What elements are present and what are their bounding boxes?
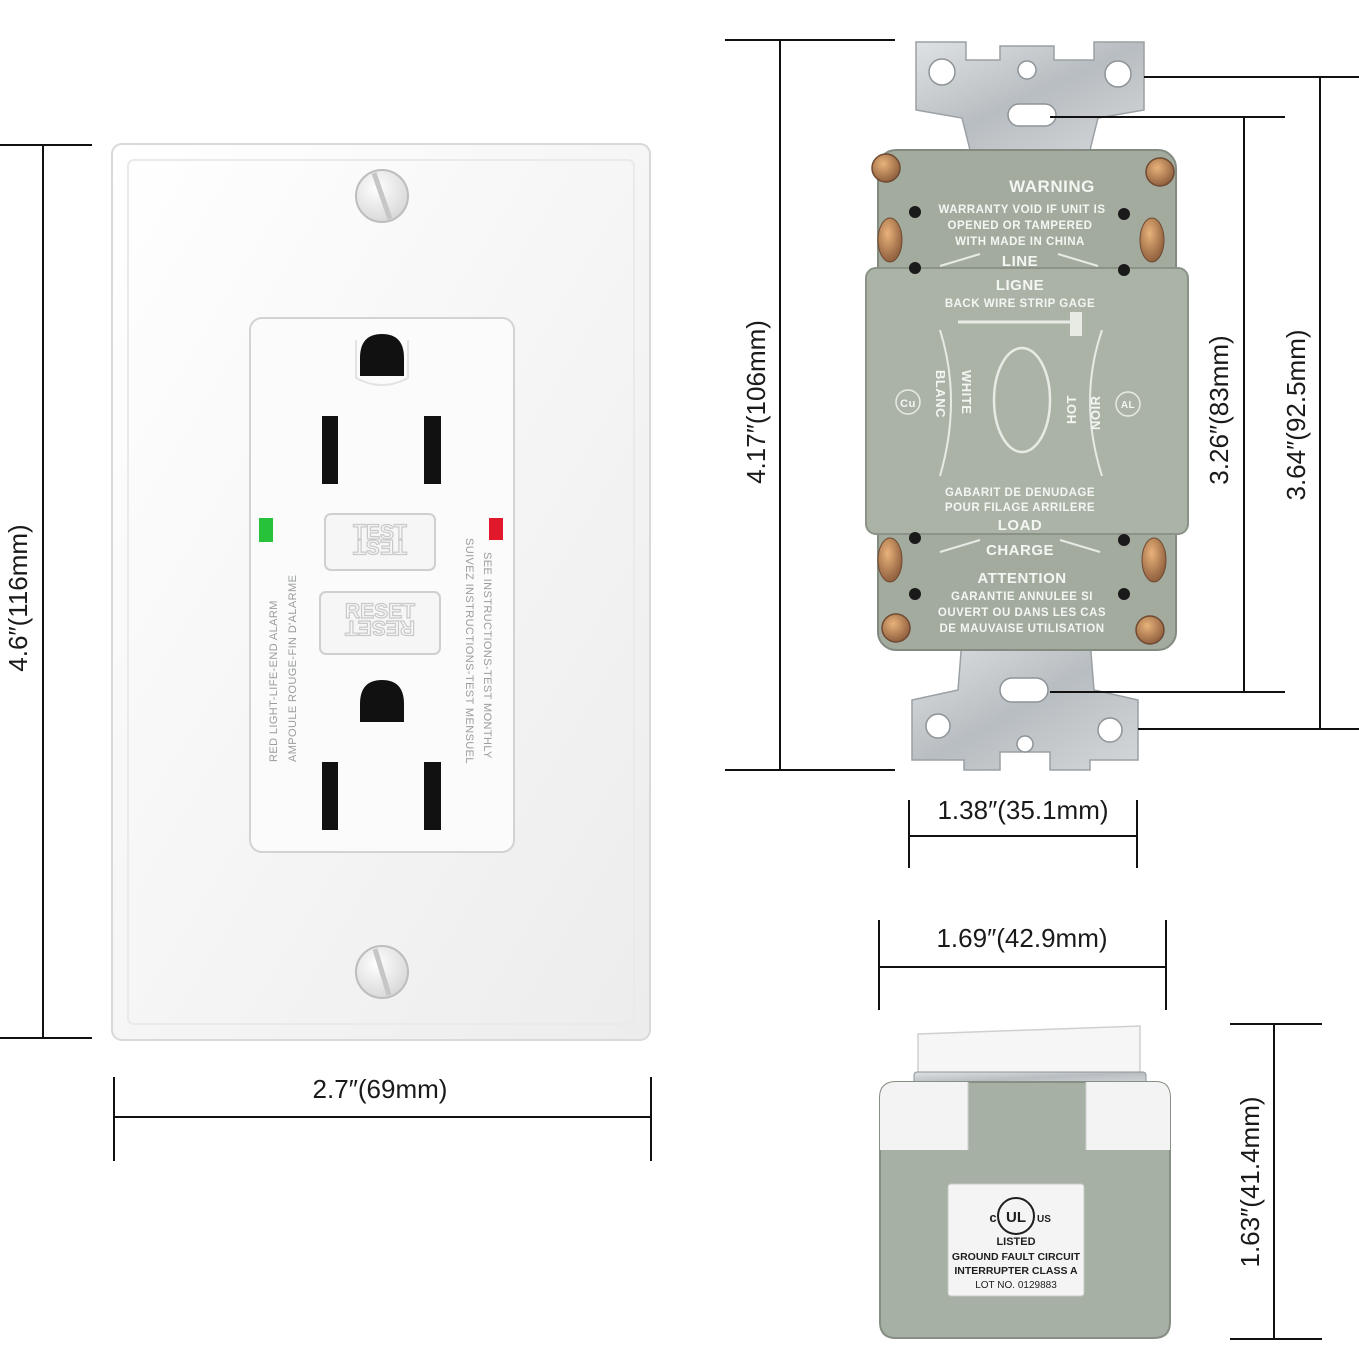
blanc-text: BLANC: [933, 370, 948, 418]
mount-hole-spacing-label: 3.26″(83mm): [1204, 335, 1234, 484]
ul-us-mark: US: [1037, 1214, 1051, 1225]
side-view: 1.69″(42.9mm) c UL US LISTED GROUND FAUL…: [878, 920, 1322, 1340]
attention-text: ATTENTION: [977, 570, 1066, 587]
ul-logo: [997, 1197, 1035, 1235]
load-text: LOAD: [998, 517, 1043, 534]
body-width-label: 1.38″(35.1mm): [937, 795, 1108, 825]
hot-text: HOT: [1064, 395, 1079, 424]
body-width-dimension: [908, 800, 1138, 868]
body-height-label: 4.17″(106mm): [741, 320, 771, 484]
ul-mark: UL: [1006, 1209, 1026, 1226]
mount-hole-spacing-dimension: [1050, 116, 1285, 693]
front-view: TEST TEST RESET RESET RED LIGHT-LIFE-END…: [0, 143, 652, 1161]
body-center-section: [865, 267, 1189, 535]
left-side-text-2: AMPOULE ROUGE-FIN D'ALARME: [287, 575, 299, 762]
reset-button[interactable]: RESET RESET: [319, 591, 441, 655]
face-top: [917, 1025, 1141, 1079]
back-view: WARNING WARRANTY VOID IF UNIT IS OPENED …: [725, 39, 1359, 868]
ul-listing-label: c UL US LISTED GROUND FAULT CIRCUIT INTE…: [947, 1183, 1085, 1297]
body-height-dimension: [725, 39, 895, 771]
al-mark: AL: [1121, 400, 1135, 411]
top-width-label: 1.69″(42.9mm): [936, 923, 1107, 953]
strap-height-label: 3.64″(92.5mm): [1281, 329, 1311, 500]
back-wire-holes: [909, 206, 1130, 600]
plate-height-dimension: [0, 144, 92, 1039]
warranty-line-1: WARRANTY VOID IF UNIT IS: [938, 204, 1105, 216]
noir-text: NOIR: [1088, 395, 1103, 430]
label-line-1: GROUND FAULT CIRCUIT: [952, 1251, 1081, 1263]
line-text: LINE: [1002, 253, 1038, 270]
garantie-line-2: OUVERT OU DANS LES CAS: [938, 607, 1106, 619]
test-button[interactable]: TEST TEST: [324, 513, 436, 571]
plate-width-dimension: [113, 1077, 652, 1161]
plate-height-label: 4.6″(116mm): [3, 524, 33, 671]
lower-outlet: [322, 680, 441, 830]
cu-mark: Cu: [900, 398, 916, 410]
terminal-screws: [877, 217, 1167, 583]
top-mounting-strap: [915, 41, 1145, 151]
ul-c-mark: c: [989, 1210, 996, 1225]
ligne-text: LIGNE: [996, 277, 1044, 294]
depth-label: 1.63″(41.4mm): [1235, 1096, 1265, 1267]
lot-number: LOT NO. 0129883: [975, 1280, 1057, 1291]
warning-text: WARNING: [1009, 177, 1095, 196]
top-plate-screw: [355, 169, 409, 223]
depth-dimension: [1230, 1023, 1322, 1340]
upper-outlet: [322, 334, 441, 484]
strip-gage-text: BACK WIRE STRIP GAGE: [945, 298, 1095, 310]
charge-text: CHARGE: [986, 542, 1054, 559]
right-side-text-2: SUIVEZ INSTRUCTIONS-TEST MENSUEL: [463, 538, 475, 764]
gabarit-line-1: GABARIT DE DENUDAGE: [945, 487, 1095, 499]
garantie-line-3: DE MAUVAISE UTILISATION: [939, 623, 1104, 635]
white-text: WHITE: [959, 370, 974, 414]
strap-height-dimension: [1138, 76, 1359, 730]
wire-arrows: [939, 253, 1103, 553]
label-line-2: INTERRUPTER CLASS A: [954, 1265, 1078, 1277]
red-indicator-light: [489, 518, 503, 540]
reset-label: RESET: [345, 600, 415, 623]
gabarit-line-2: POUR FILAGE ARRILERE: [945, 502, 1095, 514]
test-label-mirrored: TEST: [353, 535, 407, 558]
plate-width-label: 2.7″(69mm): [313, 1074, 448, 1104]
bottom-mounting-strap: [911, 639, 1139, 771]
receptacle-face: [249, 317, 515, 853]
garantie-line-1: GARANTIE ANNULEE SI: [951, 591, 1093, 603]
corner-screws: [871, 153, 1175, 645]
green-indicator-light: [259, 518, 273, 542]
listed-text: LISTED: [996, 1236, 1035, 1248]
bottom-plate-screw: [355, 945, 409, 999]
warranty-line-2: OPENED OR TAMPERED: [948, 220, 1093, 232]
right-side-text-1: SEE INSTRUCTIONS-TEST MONTHLY: [481, 552, 493, 759]
test-label: TEST: [353, 521, 407, 544]
top-width-dimension: [878, 920, 1167, 1010]
left-side-text-1: RED LIGHT-LIFE-END ALARM: [268, 600, 280, 762]
reset-label-mirrored: RESET: [345, 616, 415, 639]
warranty-line-3: WITH MADE IN CHINA: [955, 236, 1085, 248]
center-oval: [992, 346, 1052, 454]
